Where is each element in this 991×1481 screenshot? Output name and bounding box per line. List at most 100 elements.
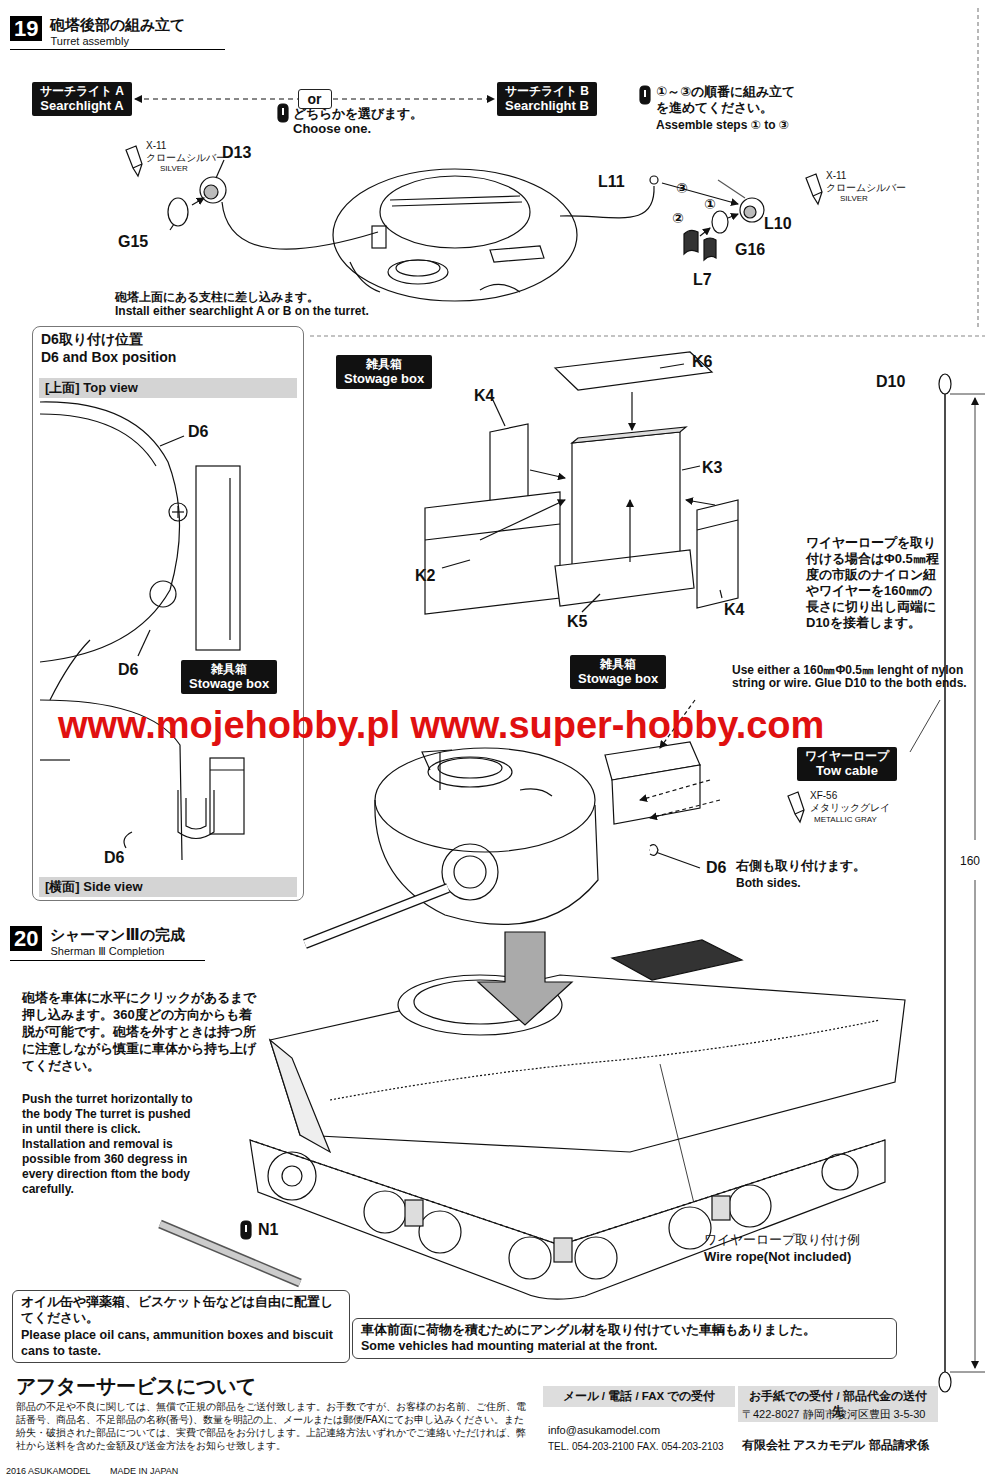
part-tag: 雑具箱Stowage box (181, 660, 277, 694)
contact-text: info@asukamodel.com (548, 1424, 660, 1437)
contact-header: メール / 電話 / FAX での受付 (543, 1386, 735, 1407)
drawing-part (490, 246, 544, 262)
drawing-part (241, 1221, 251, 1239)
part-number: L11 (598, 172, 625, 191)
node-text: D6 and Box position (41, 349, 295, 365)
node-text: Searchlight B (505, 98, 589, 114)
drawing-part (364, 1191, 406, 1233)
part-number: K5 (567, 612, 587, 631)
contact-text: 〒422-8027 静岡市駿河区豊田 3-5-30 (742, 1408, 925, 1421)
drawing-part (40, 402, 180, 662)
drawing-part (629, 500, 630, 562)
view-band: [上面] Top view (39, 378, 297, 398)
node-text: 19 (10, 16, 42, 41)
drawing-part (697, 520, 738, 530)
node-text: 砲塔後部の組み立て (50, 16, 225, 35)
drawing-part (396, 260, 440, 276)
part-number: K4 (474, 386, 494, 405)
drawing-part (388, 260, 448, 284)
drawing-part (744, 206, 756, 218)
drawing-part (640, 780, 710, 800)
drawing-part (582, 594, 600, 612)
drawing-part (168, 198, 188, 226)
note-box: 車体前面に荷物を積むためにアングル材を取り付けていた車輌もありました。Some … (352, 1318, 897, 1359)
drawing-part (282, 1166, 302, 1186)
drawing-part (392, 202, 522, 206)
note-text: ワイヤーロープを取り付ける場合はΦ0.5㎜程度の市販のナイロン紐やワイヤーを16… (806, 535, 940, 631)
drawing-part (560, 186, 654, 218)
note-text: Wire rope(Not included) (704, 1249, 851, 1265)
drawing-part (419, 1211, 461, 1253)
part-number: L10 (764, 214, 792, 233)
drawing-part (454, 856, 486, 888)
drawing-part (196, 466, 240, 650)
note-text: Assemble steps ① to ③ (656, 118, 789, 132)
drawing-part (555, 550, 694, 606)
drawing-part (975, 398, 976, 840)
drawing-part (305, 888, 448, 944)
drawing-part (422, 750, 452, 790)
note-text: 砲塔を車体に水平にクリックがあるまで押し込みます。360度どの方向からも着脱が可… (22, 990, 262, 1074)
drawing-part (160, 1224, 300, 1283)
drawing-part (478, 932, 572, 1025)
paint-code: X-11 (146, 140, 166, 152)
drawing-part (124, 832, 132, 848)
node-text: Searchlight A (40, 98, 124, 114)
drawing-part (250, 1140, 885, 1245)
drawing (40, 8, 985, 1392)
drawing-part (40, 759, 70, 760)
drawing-part (350, 262, 380, 292)
drawing-part (305, 888, 448, 944)
drawing-part (438, 758, 502, 778)
part-number: D6 (706, 858, 726, 877)
drawing-part (822, 1154, 858, 1190)
drawing-part (372, 226, 386, 248)
drawing-part (910, 700, 940, 752)
drawing-part (40, 414, 156, 466)
part-tag: 雑具箱Stowage box (570, 655, 666, 689)
drawing-part (640, 86, 650, 104)
drawing-part (282, 108, 284, 115)
drawing-part (310, 335, 985, 336)
node-text: Tow cable (805, 763, 889, 779)
node-text: Please place oil cans, ammunition boxes … (21, 1327, 341, 1360)
drawing-part (480, 500, 565, 540)
drawing-part (160, 1224, 300, 1283)
drawing-part (204, 185, 218, 199)
drawing-part (442, 560, 470, 568)
note-text: 部品の不足や不良に関しては、無償で正規の部品をご送付致します。お手数ですが、お客… (16, 1400, 534, 1452)
dimension: 160 (960, 852, 980, 870)
note-text: Install either searchlight A or B on the… (115, 304, 369, 318)
drawing-part (806, 174, 822, 204)
drawing-part (729, 1185, 771, 1227)
drawing-part (682, 466, 700, 470)
drawing-part (229, 478, 230, 640)
note-text: Push the turret horizontally to the body… (22, 1092, 194, 1197)
drawing-part (405, 1200, 423, 1226)
drawing-part (222, 202, 378, 249)
paint-name: クロームシルバー (826, 182, 906, 194)
node-text: Stowage box (189, 676, 269, 692)
drawing-part (944, 394, 946, 1372)
node-text: 20 (10, 926, 42, 951)
node-text: 車体前面に荷物を積むためにアングル材を取り付けていた車輌もありました。 (361, 1322, 888, 1338)
drawing-part (644, 90, 646, 97)
note-text: Both sides. (736, 876, 801, 890)
footer-text: 2016 ASUKAMODEL (6, 1466, 91, 1477)
drawing-part (718, 180, 745, 198)
drawing-part (572, 427, 686, 443)
drawing-part (554, 1238, 572, 1262)
paint-name: SILVER (840, 194, 868, 204)
option-box: サーチライト BSearchlight B (497, 82, 597, 116)
node-text: Stowage box (578, 671, 658, 687)
drawing-part (50, 640, 90, 700)
drawing-part (375, 748, 595, 852)
part-number: G15 (118, 232, 148, 251)
part-tag: 雑具箱Stowage box (336, 355, 432, 389)
part-tag: ワイヤーロープTow cable (797, 747, 897, 781)
node-text: メール / 電話 / FAX での受付 (549, 1389, 729, 1404)
contact-text: TEL. 054-203-2100 FAX. 054-203-2103 (548, 1441, 724, 1453)
drawing-part (126, 146, 142, 176)
paint-name: METALLIC GRAY (814, 815, 877, 825)
